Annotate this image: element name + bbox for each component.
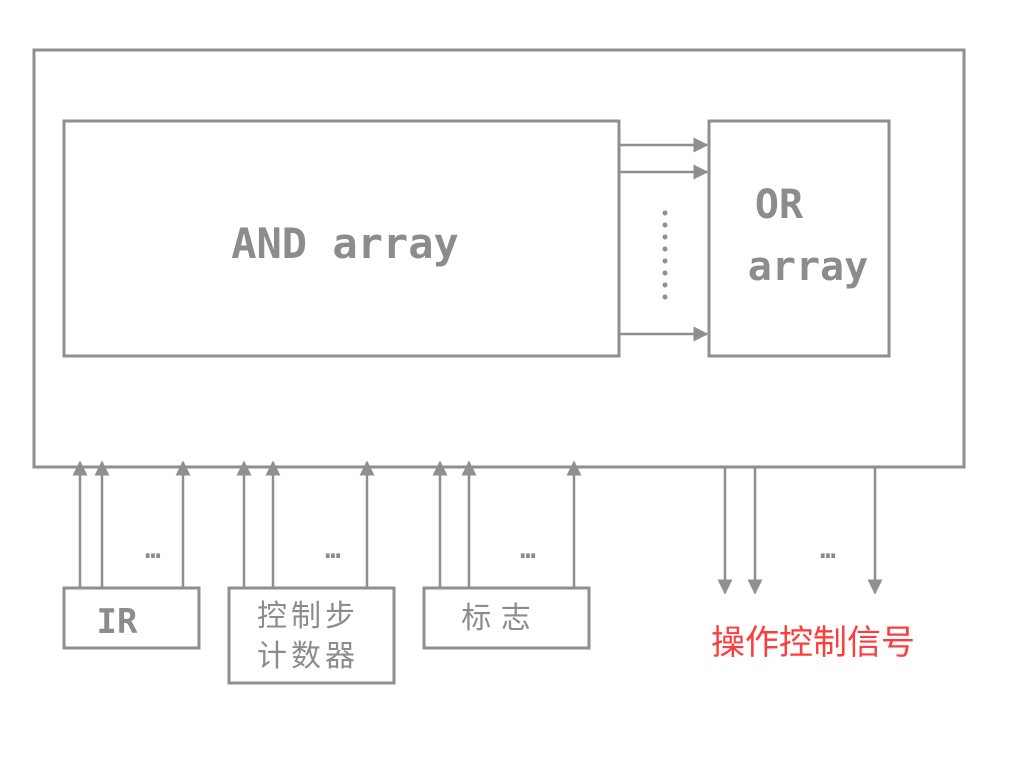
and-to-or-connections [619,137,709,342]
output-control-signals-label: 操作控制信号 [711,623,915,663]
step-counter-box [227,586,396,685]
output-group: … 操作控制信号 [711,467,915,663]
flags-input-group: 标 志 … [422,460,591,650]
or-array-box [707,119,891,358]
output-ellipsis: … [820,535,836,565]
step-counter-ellipsis: … [325,535,341,565]
or-array-label-line2: array [748,244,868,290]
and-array-box [62,119,621,358]
or-array-label-line1: OR [755,182,804,228]
flags-ellipsis: … [520,535,536,565]
and-array-label: AND array [231,219,459,268]
ir-input-group: IR … [62,460,201,650]
vertical-dots [662,210,668,300]
ir-box [62,586,201,650]
ir-label: IR [97,602,138,642]
flags-label: 标 志 [461,601,531,636]
step-counter-label-line2: 计数器 [257,639,359,674]
step-counter-input-group: 控制步 计数器 … [227,460,396,685]
ir-ellipsis: … [145,535,161,565]
step-counter-label-line1: 控制步 [257,599,359,634]
flags-box [422,586,591,650]
